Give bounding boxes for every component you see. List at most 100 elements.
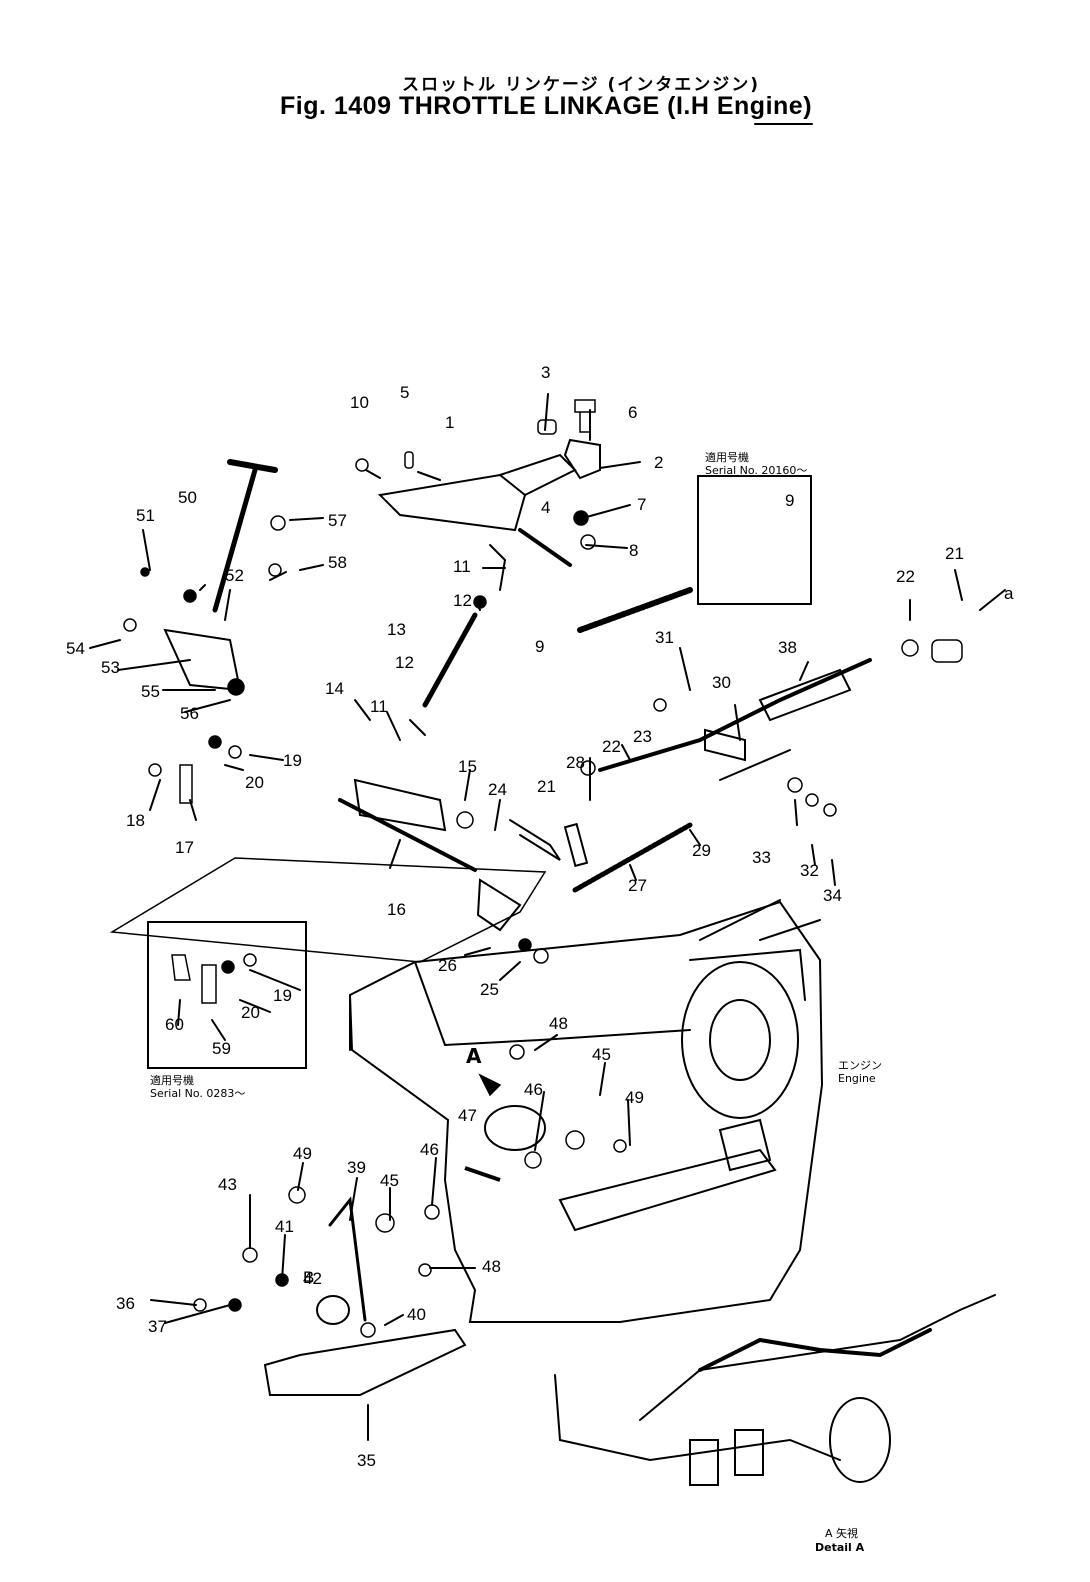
part-22-nut — [580, 760, 596, 776]
part-19b-bolt — [243, 953, 257, 967]
part-37-washer — [228, 1298, 242, 1312]
callout-47: 47 — [458, 1106, 477, 1125]
callout-26: 26 — [438, 956, 457, 975]
callout-40: 40 — [407, 1305, 426, 1324]
callout-28: 28 — [566, 753, 585, 772]
part-58-pin — [268, 563, 282, 577]
callout-29: 29 — [692, 841, 711, 860]
pedal-bracket — [563, 438, 601, 480]
part-54-pin — [123, 618, 137, 632]
serial-note-left: Serial No. 0283～ — [150, 1087, 246, 1100]
callout-31: 31 — [655, 628, 674, 647]
lever-plate — [109, 857, 547, 963]
part-20-washer — [208, 735, 222, 749]
callout-42: 42 — [303, 1269, 322, 1288]
part-3-sleeve — [537, 419, 557, 435]
callout-5: 5 — [400, 383, 409, 402]
callout-20: 20 — [241, 1003, 260, 1022]
callout-57: 57 — [328, 511, 347, 530]
part-45-collar — [375, 1213, 395, 1233]
link-21 — [509, 819, 561, 861]
serial-note-top-jp: 適用号機 — [705, 451, 749, 464]
detail-a-bracket-1 — [689, 1439, 719, 1486]
part-26-nut — [518, 938, 532, 952]
callout-41: 41 — [275, 1217, 294, 1236]
part-36-bolt — [193, 1298, 207, 1312]
part-52-pin — [183, 589, 197, 603]
bracket-28 — [563, 822, 589, 868]
lower-bracket — [263, 1328, 467, 1396]
callout-19: 19 — [283, 751, 302, 770]
fan-housing — [689, 948, 806, 1001]
shaft-bracket — [353, 778, 447, 832]
part-32-nut — [805, 793, 819, 807]
part-10-nut — [355, 458, 369, 472]
callout-18: 18 — [126, 811, 145, 830]
part-5-pin — [404, 451, 414, 469]
callout-20: 20 — [245, 773, 264, 792]
callout-B: B — [303, 1268, 314, 1287]
serial-note-left-jp: 適用号機 — [150, 1074, 194, 1087]
serial-box-top — [697, 475, 812, 605]
detail-a-label-jp: A 矢視 — [825, 1527, 859, 1540]
callout-55: 55 — [141, 682, 160, 701]
hand-lever — [212, 467, 258, 613]
cable-clamp — [704, 728, 746, 762]
callout-49: 49 — [625, 1088, 644, 1107]
throttle-cable — [598, 658, 872, 772]
callout-22: 22 — [602, 737, 621, 756]
detail-a-outline — [554, 1294, 996, 1462]
rod-end-lower — [409, 719, 426, 736]
callout-21: 21 — [537, 777, 556, 796]
callout-35: 35 — [357, 1451, 376, 1470]
callout-50: 50 — [178, 488, 197, 507]
callout-38: 38 — [778, 638, 797, 657]
rod-end-upper — [489, 544, 507, 591]
detail-a-cylinder — [829, 1397, 891, 1483]
callout-1: 1 — [445, 413, 454, 432]
callout-21: 21 — [945, 544, 964, 563]
callout-37: 37 — [148, 1317, 167, 1336]
spring-long — [577, 587, 693, 633]
part-12-nut — [473, 595, 487, 609]
detail-a-label: Detail A — [815, 1541, 865, 1554]
part-22-nut-b — [901, 639, 919, 657]
part-60-stopper — [171, 954, 191, 981]
part-49b-nut — [613, 1139, 627, 1153]
part-59-plate — [201, 964, 217, 1004]
part-46-nut — [524, 1151, 542, 1169]
callout-49: 49 — [293, 1144, 312, 1163]
pipe-flange — [718, 1118, 772, 1172]
part-51-pin — [140, 567, 150, 577]
part-18-plug — [148, 763, 162, 777]
callout-22: 22 — [896, 567, 915, 586]
return-spring — [572, 822, 693, 893]
callout-4: 4 — [541, 498, 550, 517]
part-49-nut — [288, 1186, 306, 1204]
part-21-coupler — [931, 639, 963, 663]
part-17-plate — [179, 764, 193, 804]
callout-12: 12 — [453, 591, 472, 610]
callout-16: 16 — [387, 900, 406, 919]
callout-52: 52 — [225, 566, 244, 585]
detail-a-cable — [698, 1328, 932, 1372]
engine-pipe — [558, 1148, 777, 1232]
callout-12: 12 — [395, 653, 414, 672]
part-33-washer — [787, 777, 803, 793]
callout-9: 9 — [785, 491, 794, 510]
callout-25: 25 — [480, 980, 499, 999]
callout-45: 45 — [380, 1171, 399, 1190]
callout-7: 7 — [637, 495, 646, 514]
lever-bracket — [163, 628, 242, 692]
part-48-bolt — [509, 1044, 525, 1060]
pedal-link — [499, 453, 577, 496]
part-25-nut — [533, 948, 549, 964]
part-8-nut — [580, 534, 596, 550]
callout-19: 19 — [273, 986, 292, 1005]
callout-11: 11 — [453, 557, 471, 576]
link-rod — [422, 612, 478, 708]
callout-33: 33 — [752, 848, 771, 867]
part-34-nut — [823, 803, 837, 817]
part-48b-bolt — [418, 1263, 432, 1277]
figure-title: Fig. 1409 THROTTLE LINKAGE (I.H Engine) — [280, 92, 813, 120]
